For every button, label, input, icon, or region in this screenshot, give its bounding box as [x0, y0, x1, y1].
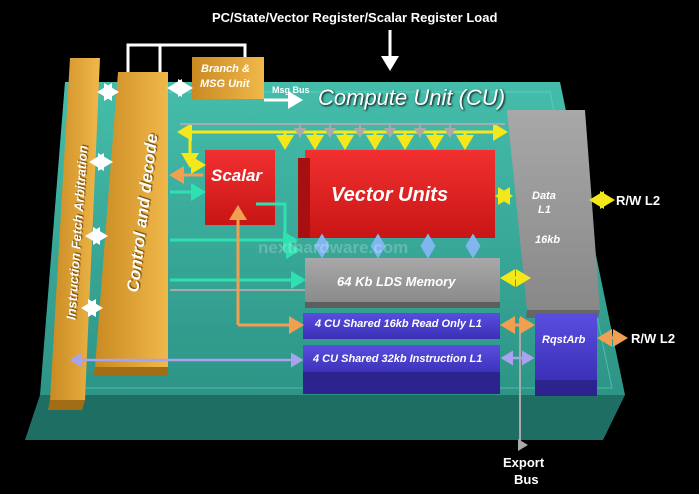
read-only-l1-arrows [169, 166, 628, 347]
rqstarb-label: RqstArb [542, 334, 586, 346]
data-l1-label-1: Data [532, 190, 556, 202]
rw-l2-top-label: R/W L2 [616, 193, 661, 208]
branch-msg-label-2: MSG Unit [200, 78, 250, 90]
scalar-label: Scalar [211, 166, 263, 185]
control-and-decode-block [93, 72, 168, 376]
data-l1-label-2: L1 [538, 204, 551, 216]
vector-units-block [298, 150, 495, 238]
pc-state-load-arrows [81, 30, 399, 317]
watermark: nexthardware.com [258, 238, 409, 257]
branch-msg-unit-block [192, 57, 264, 99]
read-only-l1-block [303, 313, 500, 339]
instruction-l1-block [303, 345, 500, 394]
top-load-label: PC/State/Vector Register/Scalar Register… [212, 10, 498, 25]
lds-memory-label: 64 Kb LDS Memory [337, 274, 456, 289]
export-bus-label-1: Export [503, 455, 545, 470]
vector-units-label: Vector Units [331, 184, 449, 206]
read-only-l1-label: 4 CU Shared 16kb Read Only L1 [315, 318, 482, 330]
instruction-l1-label: 4 CU Shared 32kb Instruction L1 [313, 353, 483, 365]
vector-lds-arrows [314, 233, 481, 259]
branch-msg-label-1: Branch & [201, 63, 250, 75]
data-l1-size-label: 16kb [535, 234, 561, 246]
rqstarb-block [535, 313, 597, 396]
instruction-l1-arrows [69, 350, 535, 368]
scalar-block [205, 150, 275, 225]
control-to-units-arrows [170, 183, 306, 289]
lds-memory-block [305, 258, 500, 308]
rw-l2-bottom-label: R/W L2 [631, 331, 676, 346]
export-bus-label-2: Bus [514, 472, 539, 487]
msg-bus-label: Msg Bus [272, 85, 310, 95]
compute-unit-label: Compute Unit (CU) [318, 85, 506, 110]
